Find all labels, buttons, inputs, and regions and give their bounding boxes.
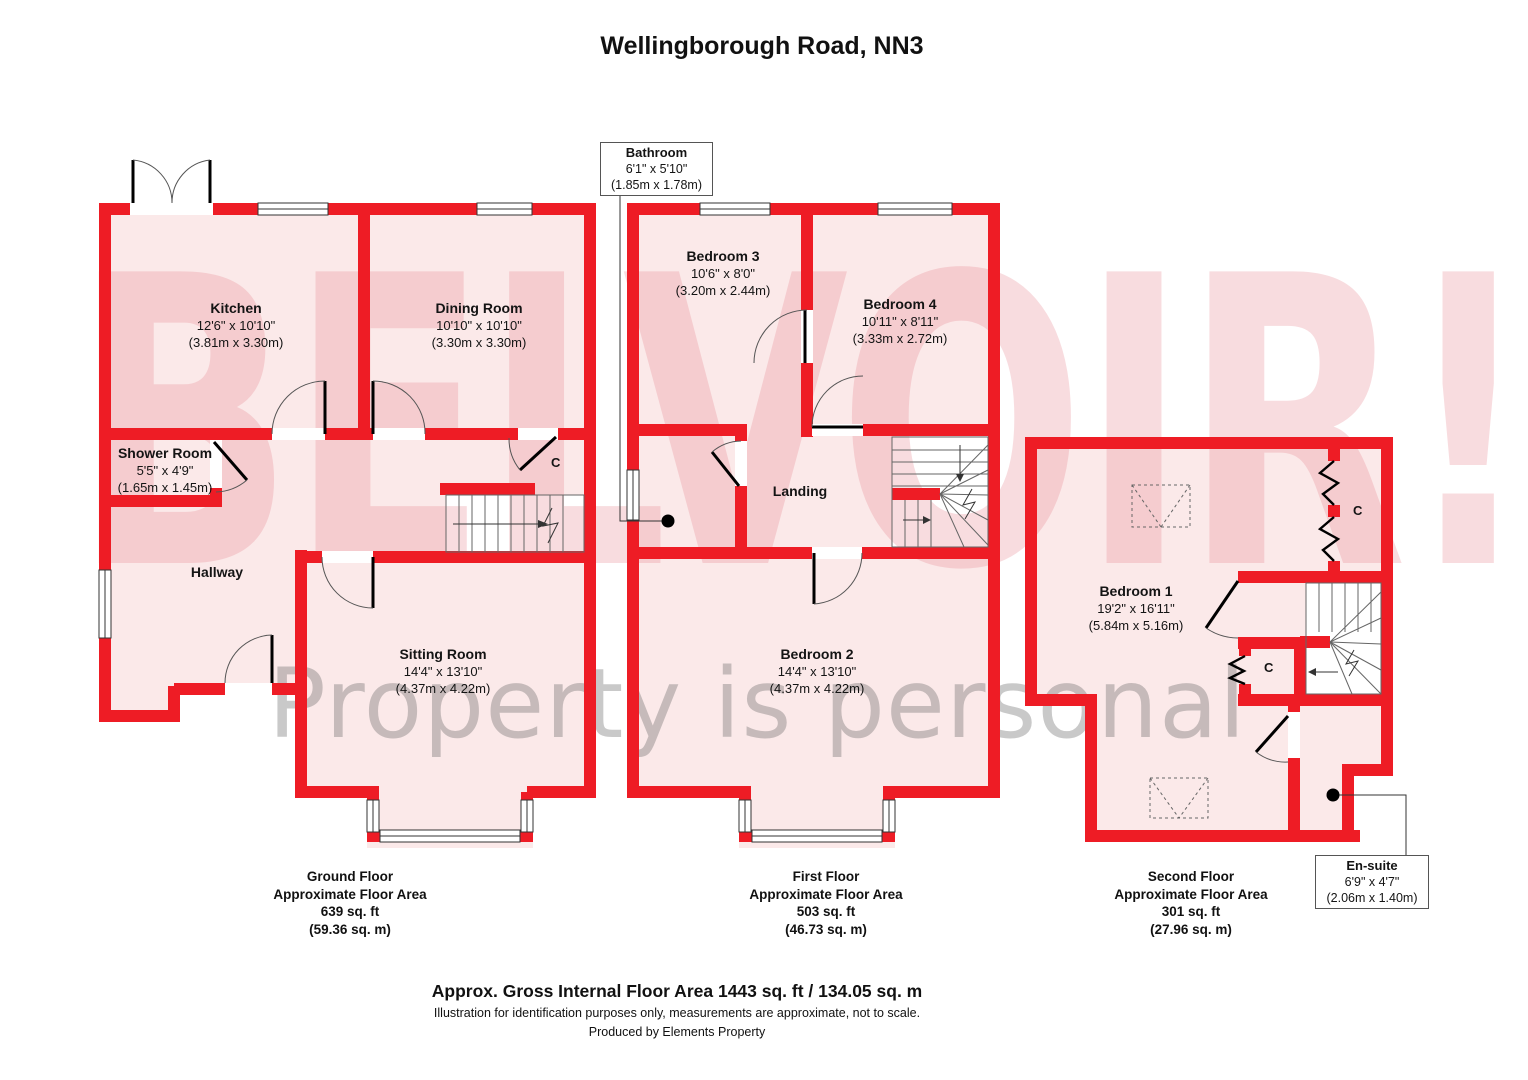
ground-floor-area-label: Ground Floor Approximate Floor Area 639 …: [273, 869, 427, 937]
dining-room-label: Dining Room 10'10" x 10'10" (3.30m x 3.3…: [431, 300, 527, 350]
belvoir-watermark: BELVOIR!: [72, 193, 1528, 658]
sitting-room-label: Sitting Room 14'4" x 13'10" (4.37m x 4.2…: [395, 646, 491, 696]
bedroom2-label: Bedroom 2 14'4" x 13'10" (4.37m x 4.22m): [769, 646, 865, 696]
skylight-2: [1149, 777, 1209, 819]
second-closet-right-label: C: [1353, 503, 1363, 518]
bedroom4-label: Bedroom 4 10'11" x 8'11" (3.33m x 2.72m): [852, 296, 948, 346]
ensuite-dot: [1326, 788, 1340, 802]
landing-label: Landing: [772, 483, 828, 499]
total-area-text: Approx. Gross Internal Floor Area 1443 s…: [431, 981, 923, 1001]
bedroom3-label: Bedroom 3 10'6" x 8'0" (3.20m x 2.44m): [675, 248, 771, 298]
hallway-label: Hallway: [190, 564, 244, 580]
disclaimer-text: Illustration for identification purposes…: [433, 1006, 921, 1020]
shower-room-label: Shower Room 5'5" x 4'9" (1.65m x 1.45m): [117, 445, 213, 495]
first-floor-area-label: First Floor Approximate Floor Area 503 s…: [749, 869, 903, 937]
producer-text: Produced by Elements Property: [588, 1025, 766, 1039]
second-floor-area-label: Second Floor Approximate Floor Area 301 …: [1114, 869, 1268, 937]
bathroom-label-box: Bathroom 6'1" x 5'10" (1.85m x 1.78m): [600, 142, 713, 196]
ensuite-label-box: En-suite 6'9" x 4'7" (2.06m x 1.40m): [1315, 855, 1429, 909]
second-openings: [1288, 712, 1300, 758]
kitchen-label: Kitchen 12'6" x 10'10" (3.81m x 3.30m): [188, 300, 284, 350]
ground-closet-label: C: [551, 455, 561, 470]
ensuite-leader-line: [1333, 794, 1407, 855]
bedroom1-label: Bedroom 1 19'2" x 16'11" (5.84m x 5.16m): [1088, 583, 1184, 633]
second-closet-small-label: C: [1264, 660, 1274, 675]
page-title: Wellingborough Road, NN3: [600, 32, 924, 60]
